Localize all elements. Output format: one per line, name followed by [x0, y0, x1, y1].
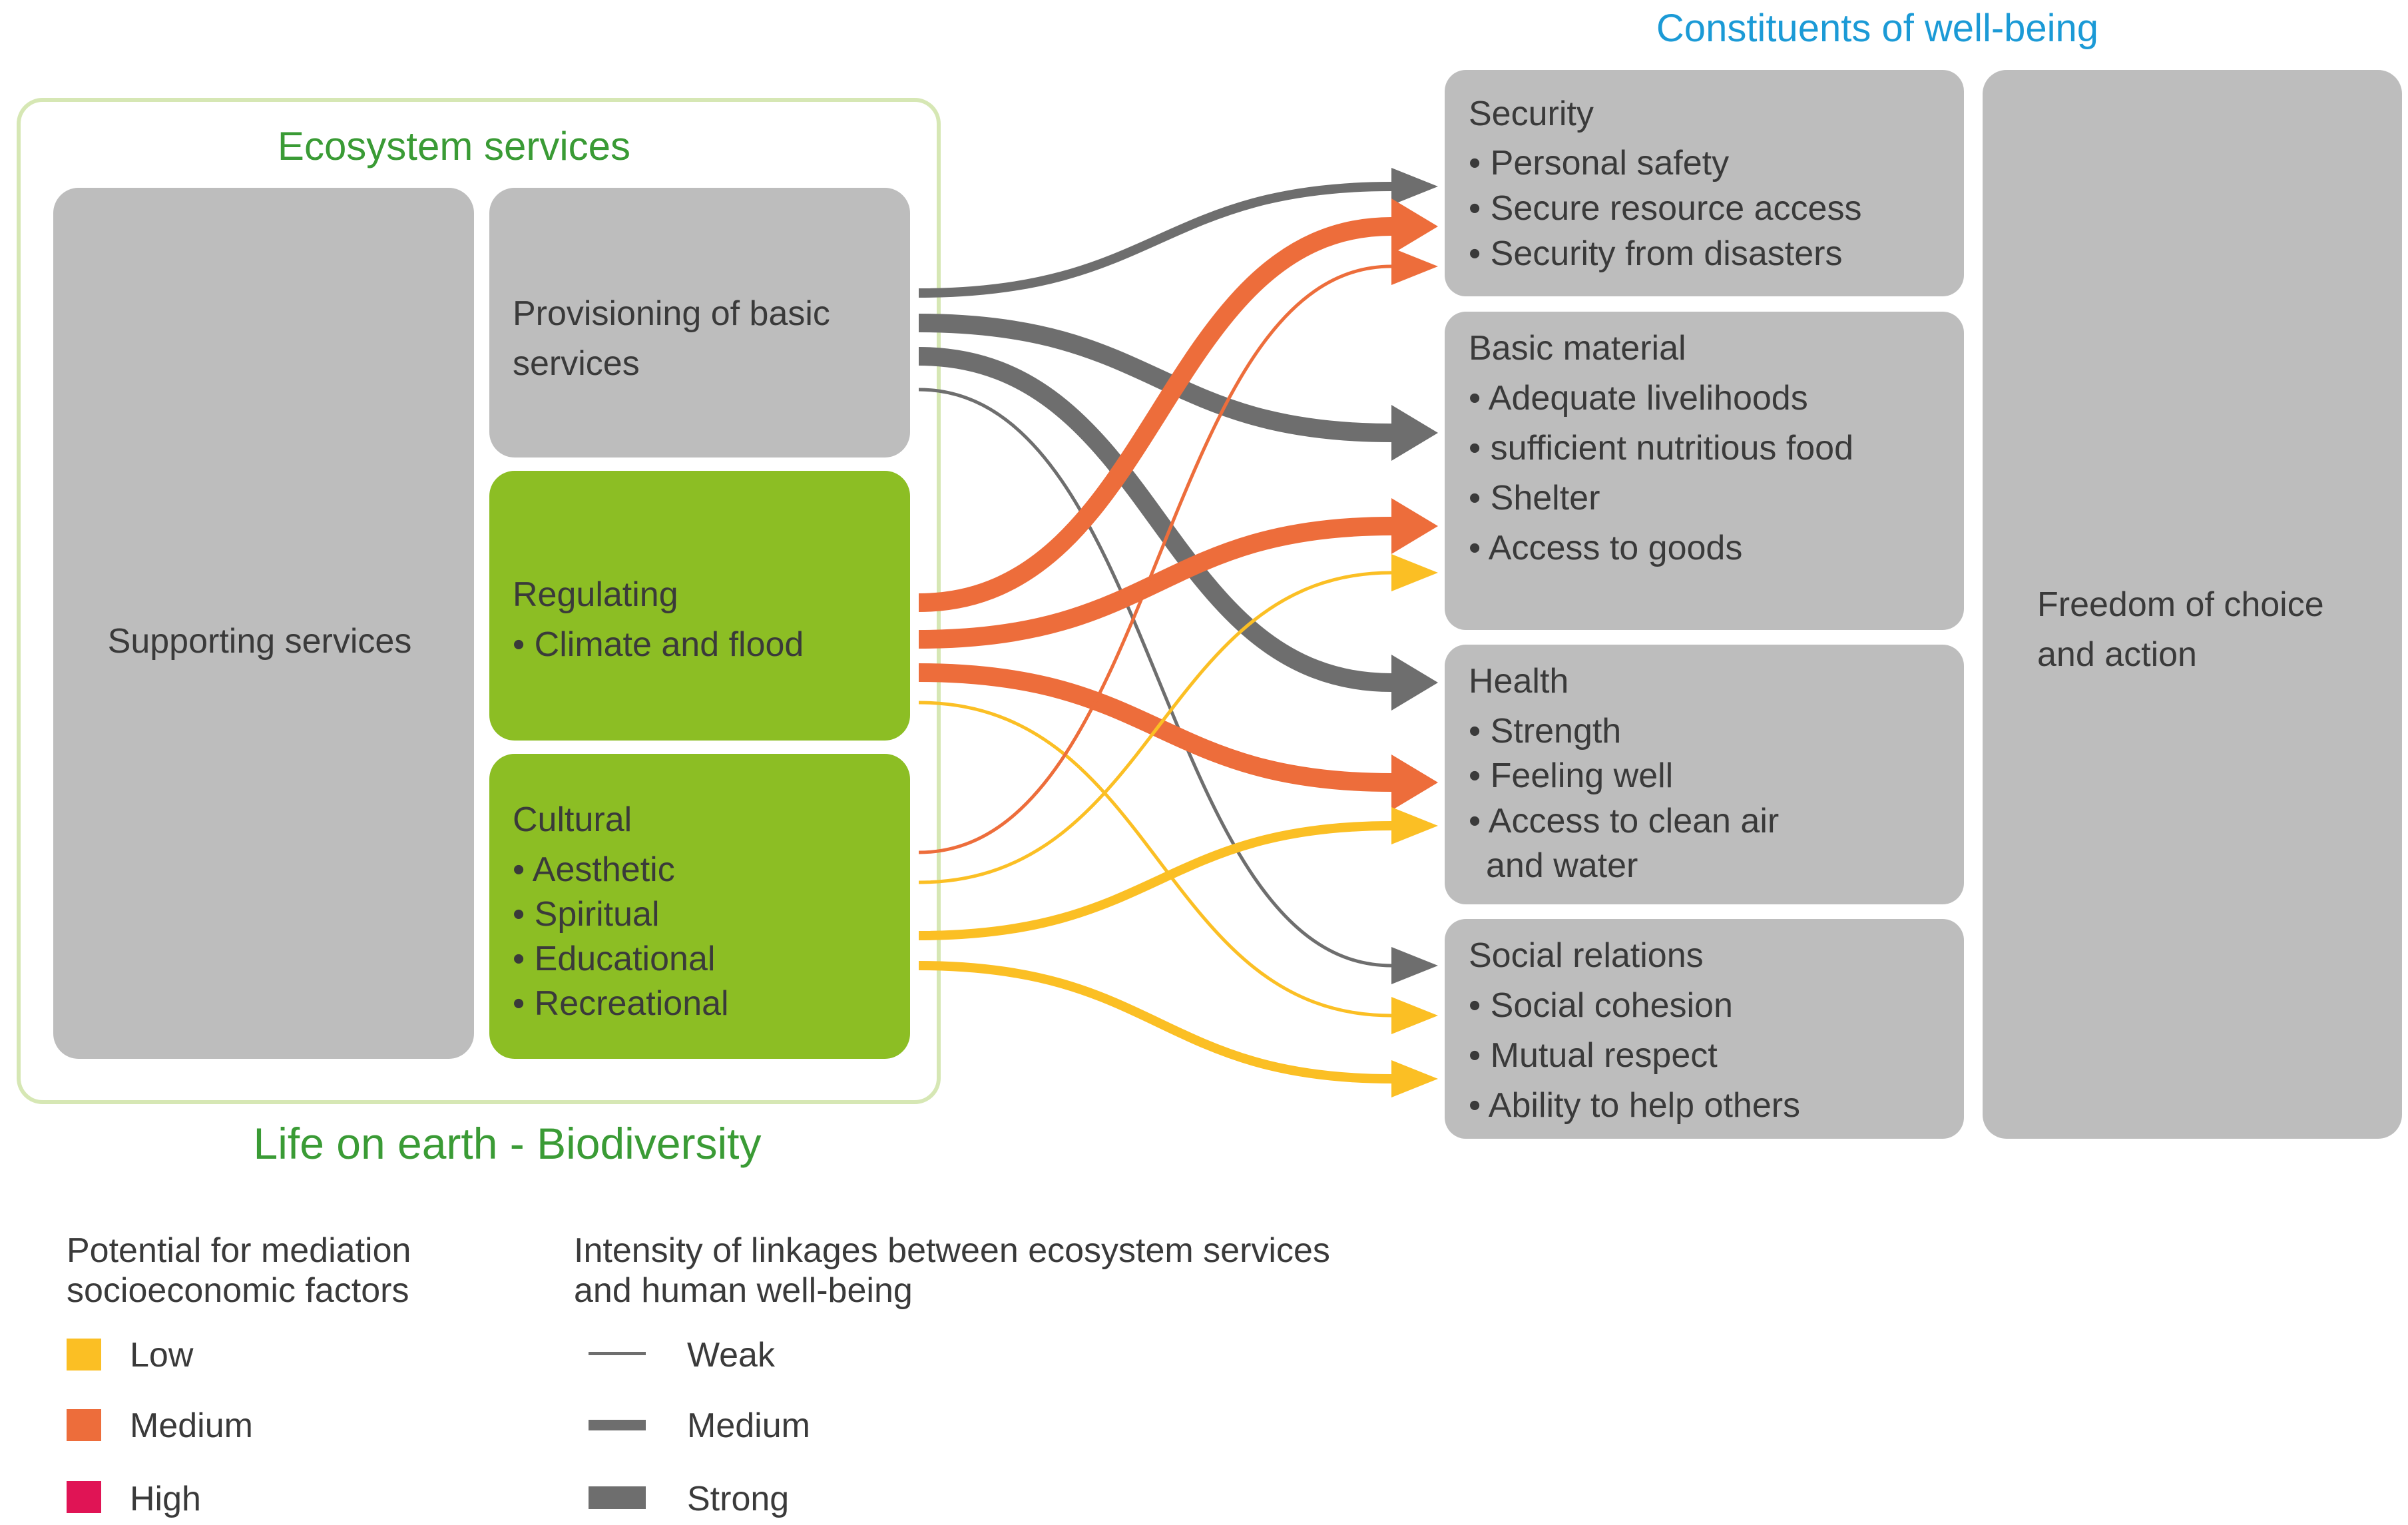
legend-medium-swatch — [67, 1409, 101, 1441]
arrowhead-security — [1391, 168, 1438, 205]
supporting-services-box — [53, 188, 474, 1059]
arrowhead-security — [1391, 198, 1438, 254]
basic-material-title: Basic material — [1469, 329, 1686, 368]
link-provisioning-to-social — [918, 388, 1392, 968]
social-relations-item: • Ability to help others — [1469, 1086, 1800, 1125]
provisioning-box — [489, 188, 910, 458]
social-relations-item: • Social cohesion — [1469, 986, 1733, 1025]
legend-weak-line — [589, 1352, 646, 1355]
link-provisioning-to-basic_material — [918, 314, 1392, 442]
security-box — [1445, 70, 1964, 296]
cultural-item: • Aesthetic — [513, 850, 675, 889]
arrowhead-basic_material — [1391, 554, 1438, 591]
provisioning-label-line-2: services — [513, 344, 640, 383]
security-item: • Secure resource access — [1469, 189, 1861, 228]
link-regulating-to-social — [918, 701, 1392, 1018]
legend-strong-label: Strong — [687, 1480, 789, 1518]
basic-material-item: • Shelter — [1469, 479, 1600, 517]
legend-mediation-title-line-1: Potential for mediation — [67, 1231, 411, 1270]
basic-material-box — [1445, 312, 1964, 630]
health-item-continuation: and water — [1486, 846, 1638, 885]
wellbeing-title: Constituents of well-being — [1656, 7, 2098, 50]
basic-material-item: • Adequate livelihoods — [1469, 379, 1808, 418]
cultural-box — [489, 754, 910, 1059]
legend-intensity-title-line-2: and human well-being — [574, 1271, 913, 1310]
basic-material-item: • Access to goods — [1469, 529, 1742, 567]
security-title: Security — [1469, 95, 1594, 133]
link-cultural-to-social — [918, 961, 1392, 1083]
security-item: • Personal safety — [1469, 144, 1729, 182]
health-title: Health — [1469, 662, 1568, 701]
link-provisioning-to-health — [918, 347, 1392, 692]
health-item: • Strength — [1469, 712, 1621, 751]
basic-material-item: • sufficient nutritious food — [1469, 429, 1853, 467]
health-item: • Feeling well — [1469, 757, 1673, 795]
arrowhead-social — [1391, 1060, 1438, 1097]
link-cultural-to-basic_material — [918, 571, 1392, 884]
social-relations-title: Social relations — [1469, 936, 1704, 975]
ecosystem-services-title: Ecosystem services — [278, 124, 630, 168]
link-cultural-to-health — [918, 821, 1392, 940]
link-regulating-to-health — [918, 663, 1392, 792]
links-layer — [918, 168, 1438, 1097]
legend-intensity-title-line-1: Intensity of linkages between ecosystem … — [574, 1231, 1330, 1270]
security-item: • Security from disasters — [1469, 234, 1842, 273]
cultural-item: • Recreational — [513, 984, 729, 1023]
regulating-item: • Climate and flood — [513, 625, 804, 664]
provisioning-label-line-1: Provisioning of basic — [513, 294, 830, 333]
freedom-label-line-2: and action — [2037, 635, 2197, 674]
social-relations-box — [1445, 919, 1964, 1139]
legend-high-swatch — [67, 1481, 101, 1513]
health-box — [1445, 645, 1964, 904]
link-regulating-to-security — [918, 217, 1392, 612]
legend-low-swatch — [67, 1339, 101, 1371]
arrowhead-basic_material — [1391, 498, 1438, 554]
arrowhead-health — [1391, 655, 1438, 711]
regulating-title: Regulating — [513, 575, 678, 614]
freedom-label-line-1: Freedom of choice — [2037, 585, 2324, 624]
cultural-item: • Educational — [513, 940, 715, 978]
biodiversity-footer: Life on earth - Biodiversity — [253, 1119, 761, 1168]
link-regulating-to-basic_material — [918, 517, 1392, 649]
legend-low-label: Low — [130, 1336, 194, 1374]
cultural-title: Cultural — [513, 800, 632, 839]
legend-mediation-title-line-2: socioeconomic factors — [67, 1271, 409, 1310]
link-cultural-to-security — [918, 264, 1392, 854]
arrowhead-social — [1391, 997, 1438, 1034]
freedom-box — [1983, 70, 2402, 1139]
social-relations-item: • Mutual respect — [1469, 1036, 1718, 1075]
arrowhead-health — [1391, 755, 1438, 810]
link-provisioning-to-security — [918, 182, 1392, 298]
legend-medium-label: Medium — [130, 1406, 253, 1445]
health-item: • Access to clean air — [1469, 802, 1779, 840]
legend-medium-line — [589, 1420, 646, 1430]
supporting-services-label: Supporting services — [108, 622, 412, 661]
legend-medium-intensity-label: Medium — [687, 1406, 810, 1445]
regulating-box — [489, 471, 910, 741]
arrowhead-social — [1391, 947, 1438, 984]
legend-high-label: High — [130, 1480, 201, 1518]
legend-weak-label: Weak — [687, 1336, 776, 1374]
arrowhead-security — [1391, 248, 1438, 285]
legend-strong-line — [589, 1486, 646, 1509]
arrowhead-basic_material — [1391, 405, 1438, 461]
arrowhead-health — [1391, 807, 1438, 844]
cultural-item: • Spiritual — [513, 895, 660, 934]
